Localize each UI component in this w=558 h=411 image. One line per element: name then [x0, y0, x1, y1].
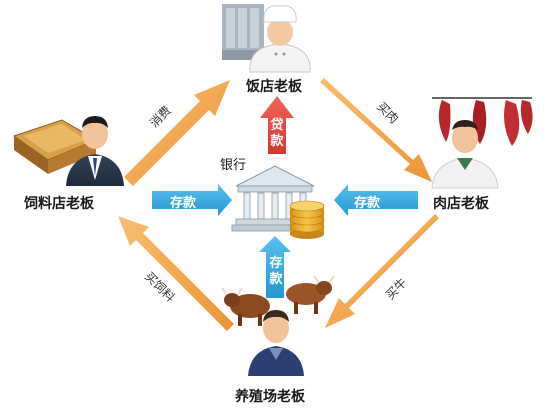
deposit-label-farm: 存 款: [268, 256, 284, 288]
node-label-feed-store: 饲料店老板: [24, 196, 94, 212]
loan-label: 贷 款: [269, 118, 285, 150]
node-label-restaurant: 饭店老板: [246, 79, 302, 95]
feed-tray-icon: [12, 119, 98, 174]
loan-char-2: 款: [270, 134, 284, 149]
deposit-char-1: 存: [269, 256, 283, 271]
node-label-bank: 银行: [220, 158, 247, 173]
arrow-feed-deposit: [152, 184, 232, 216]
arrow-feed-to-restaurant: [124, 80, 230, 186]
arrow-butcher-to-farm: [325, 214, 439, 328]
arrow-restaurant-to-butcher: [320, 78, 432, 182]
arrow-butcher-deposit: [334, 184, 418, 216]
cattle-icon: [221, 275, 335, 326]
node-label-farm: 养殖场老板: [235, 389, 305, 405]
deposit-label-feed: 存款: [170, 196, 197, 211]
hanging-meat-icon: [432, 97, 533, 146]
deposit-char-2: 款: [269, 272, 283, 287]
butcher-icon: [431, 120, 499, 189]
coin-stack-icon: [289, 200, 325, 239]
loan-char-1: 贷: [270, 118, 284, 133]
node-label-butcher: 肉店老板: [433, 196, 489, 212]
businessman-icon: [66, 116, 124, 186]
arrow-farm-to-feed: [118, 216, 234, 331]
chef-icon: [249, 5, 311, 73]
arrow-farm-deposit: [259, 236, 291, 298]
deposit-label-butcher: 存款: [354, 196, 381, 211]
farmer-icon: [248, 310, 304, 376]
arrow-bank-loan: [260, 96, 294, 154]
